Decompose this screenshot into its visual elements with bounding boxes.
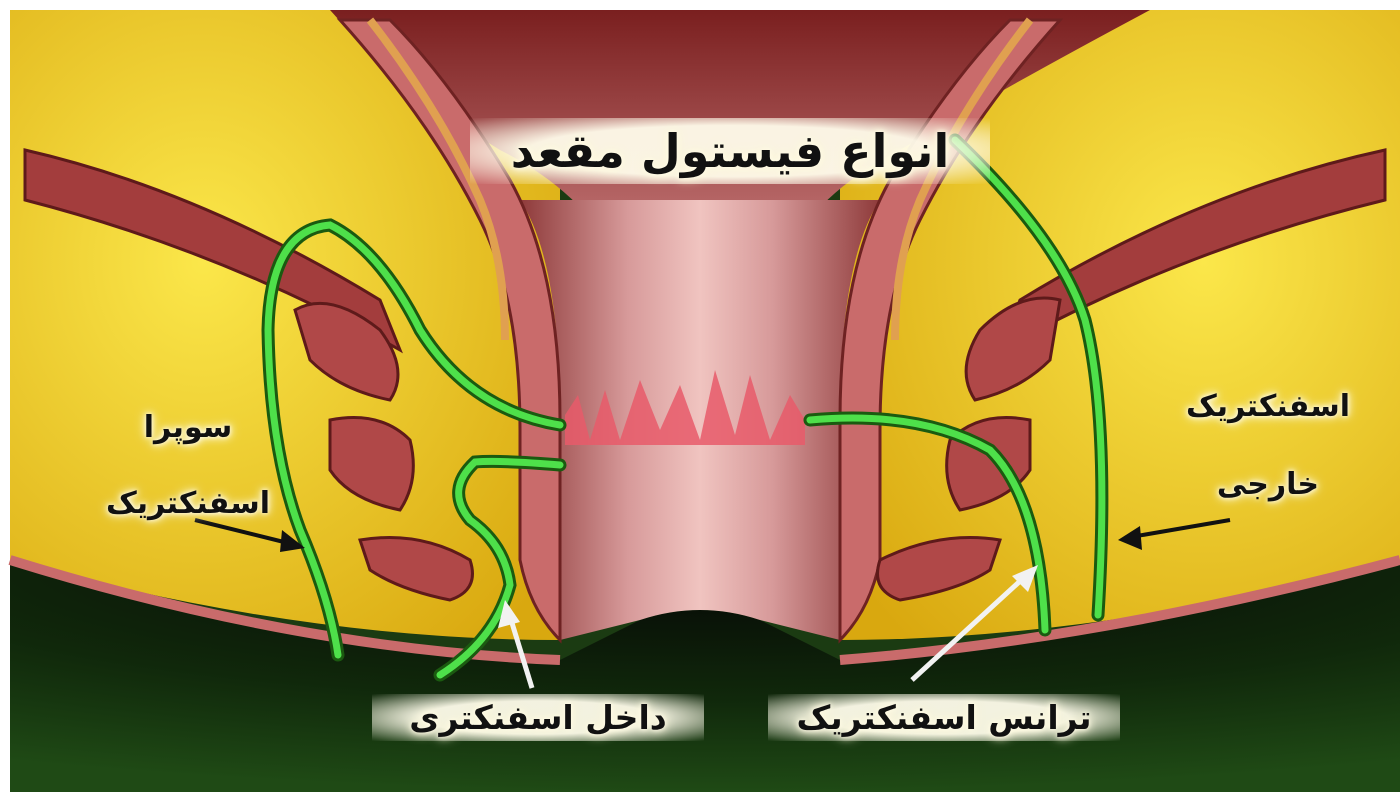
label-suprasphincteric-line2: اسفنکتریک <box>68 466 308 542</box>
label-intersphincteric: داخل اسفنکتری <box>372 694 704 741</box>
label-extrasphincteric-line2: خارجی <box>1148 446 1388 524</box>
diagram-title: انواع فیستول مقعد <box>470 118 990 184</box>
label-suprasphincteric-line1: سوپرا <box>68 390 308 466</box>
label-transsphincteric: ترانس اسفنکتریک <box>768 694 1120 741</box>
label-extrasphincteric: اسفنکتریک خارجی <box>1148 368 1388 524</box>
label-suprasphincteric: سوپرا اسفنکتریک <box>68 390 308 542</box>
label-extrasphincteric-line1: اسفنکتریک <box>1148 368 1388 446</box>
